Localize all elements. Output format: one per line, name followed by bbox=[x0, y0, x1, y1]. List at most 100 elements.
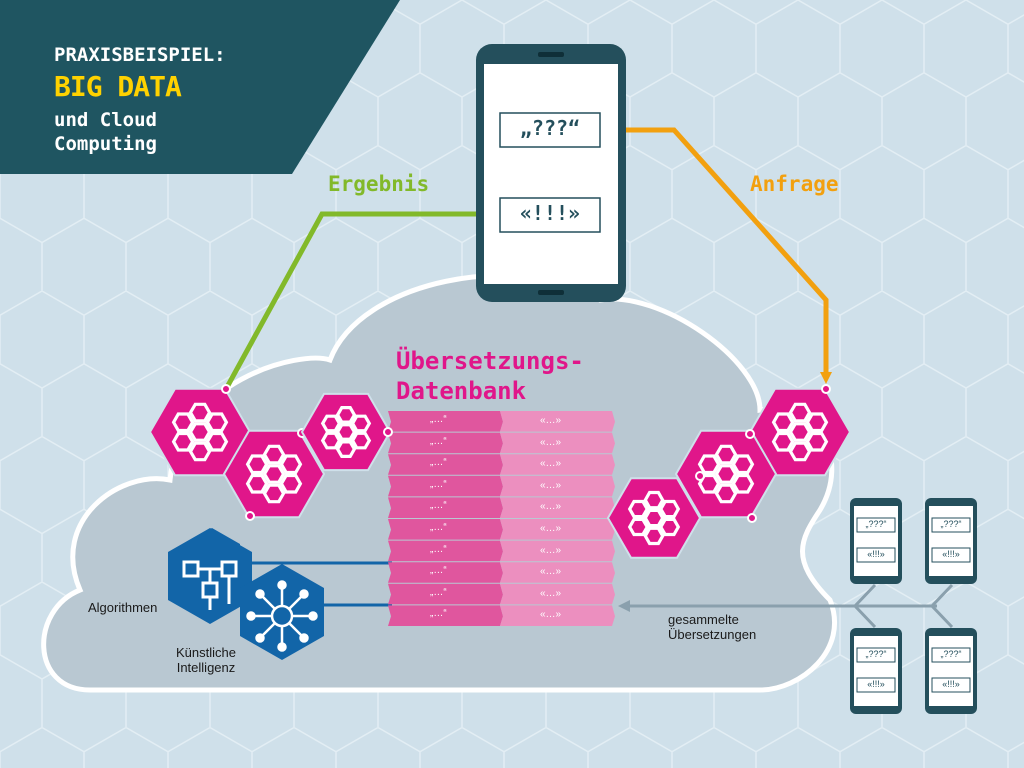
database-row-source: „…“ bbox=[430, 500, 447, 512]
database-row-target: «…» bbox=[540, 609, 562, 621]
database-row-target: «…» bbox=[540, 501, 562, 513]
ki-label: Künstliche Intelligenz bbox=[176, 645, 236, 675]
database-row-source: „…“ bbox=[430, 586, 447, 598]
algorithmen-label: Algorithmen bbox=[88, 600, 158, 615]
hexagon-cluster-icon bbox=[606, 471, 705, 559]
database-row bbox=[388, 562, 615, 583]
node-dot bbox=[245, 511, 255, 521]
database-row-source: „…“ bbox=[430, 478, 447, 490]
ergebnis-label: Ergebnis bbox=[328, 172, 430, 196]
database-row-left bbox=[388, 605, 503, 626]
database-row-target: «…» bbox=[540, 458, 562, 470]
ergebnis-arrow bbox=[223, 209, 503, 391]
anfrage-arrow bbox=[582, 127, 832, 384]
smartphone-icon bbox=[476, 44, 626, 302]
collected-label-line1: gesammelte bbox=[668, 612, 739, 627]
phone-query-text: „???“ bbox=[519, 116, 581, 140]
database-label: Übersetzungs- Datenbank bbox=[396, 346, 626, 406]
database-row-right bbox=[500, 605, 615, 626]
database-row-target: «…» bbox=[540, 479, 562, 491]
database-row-right bbox=[500, 454, 615, 475]
database-row-target: «…» bbox=[540, 523, 562, 534]
anfrage-label: Anfrage bbox=[750, 172, 839, 196]
node-dot bbox=[747, 513, 757, 523]
database-rows bbox=[388, 411, 615, 626]
flowchart-icon bbox=[182, 560, 238, 610]
database-row bbox=[388, 411, 615, 432]
database-row-source: „…“ bbox=[430, 414, 447, 425]
database-row bbox=[388, 497, 615, 518]
database-row-target: «…» bbox=[540, 544, 562, 556]
database-row-target: «…» bbox=[540, 566, 562, 578]
banner-shape bbox=[0, 0, 400, 174]
database-row-left bbox=[388, 454, 503, 475]
neural-network-icon bbox=[246, 580, 318, 652]
mini-phone-query: „???“ bbox=[940, 649, 962, 659]
database-row bbox=[388, 475, 615, 497]
hexagon-cluster-icon bbox=[300, 392, 393, 472]
ki-label-line2: Intelligenz bbox=[176, 660, 236, 675]
hexagon-cluster-icon bbox=[674, 429, 778, 519]
database-row-left bbox=[388, 562, 503, 583]
database-row-left bbox=[388, 497, 503, 518]
database-row-left bbox=[388, 432, 503, 454]
mini-phone bbox=[850, 628, 902, 714]
database-row-source: „…“ bbox=[430, 522, 447, 533]
server-nodes bbox=[148, 384, 852, 559]
database-row-right bbox=[500, 540, 615, 562]
mini-phone-answer: «!!!» bbox=[942, 549, 960, 559]
user-phones bbox=[850, 498, 977, 714]
database-row-right bbox=[500, 475, 615, 497]
answer-box bbox=[499, 197, 601, 233]
database-row-right bbox=[500, 583, 615, 605]
hexagon-cluster-icon bbox=[148, 384, 252, 477]
mini-phone-query: „???“ bbox=[940, 519, 962, 529]
database-row-target: «…» bbox=[540, 587, 562, 599]
database-row bbox=[388, 432, 615, 454]
database-row-target: «…» bbox=[540, 436, 562, 448]
database-row bbox=[388, 519, 615, 540]
mini-phone bbox=[850, 498, 902, 584]
algorithm-node bbox=[168, 528, 252, 624]
database-row-left bbox=[388, 519, 503, 540]
database-row-source: „…“ bbox=[430, 543, 447, 555]
database-row-source: „…“ bbox=[430, 565, 447, 577]
mini-phone-answer: «!!!» bbox=[867, 679, 885, 689]
mini-phone bbox=[925, 498, 977, 584]
ai-node bbox=[240, 564, 324, 660]
database-row-left bbox=[388, 583, 503, 605]
mini-phone bbox=[925, 628, 977, 714]
database-row-left bbox=[388, 540, 503, 562]
ki-label-line1: Künstliche bbox=[176, 645, 236, 660]
mini-phone-answer: «!!!» bbox=[867, 549, 885, 559]
banner-title: BIG DATA bbox=[54, 70, 182, 103]
hexagon-cluster-icon bbox=[748, 384, 852, 477]
phone-answer-text: «!!!» bbox=[519, 201, 581, 225]
database-row-right bbox=[500, 497, 615, 518]
database-row-right bbox=[500, 519, 615, 540]
banner-kicker: PRAXISBEISPIEL: bbox=[54, 44, 226, 66]
database-row bbox=[388, 454, 615, 475]
database-label-line1: Übersetzungs- bbox=[396, 347, 584, 375]
collected-label-line2: Übersetzungen bbox=[668, 627, 757, 642]
database-row bbox=[388, 605, 615, 626]
mini-phone-query: „???“ bbox=[865, 649, 887, 659]
database-row-right bbox=[500, 562, 615, 583]
query-box bbox=[499, 112, 601, 148]
mini-phone-query: „???“ bbox=[865, 519, 887, 529]
mini-phone-answer: «!!!» bbox=[942, 679, 960, 689]
banner-subtitle: und Cloud Computing bbox=[54, 109, 157, 155]
database-row-source: „…“ bbox=[430, 435, 447, 447]
database-row-target: «…» bbox=[540, 415, 562, 426]
mini-phone-connector bbox=[852, 583, 954, 629]
database-row-right bbox=[500, 432, 615, 454]
collected-label: gesammelte Übersetzungen bbox=[668, 612, 756, 642]
database-label-line2: Datenbank bbox=[396, 377, 527, 405]
database-row bbox=[388, 540, 615, 562]
database-row bbox=[388, 583, 615, 605]
database-row-left bbox=[388, 475, 503, 497]
database-row-source: „…“ bbox=[430, 457, 447, 469]
database-row-left bbox=[388, 411, 503, 432]
database-row-source: „…“ bbox=[430, 608, 447, 620]
